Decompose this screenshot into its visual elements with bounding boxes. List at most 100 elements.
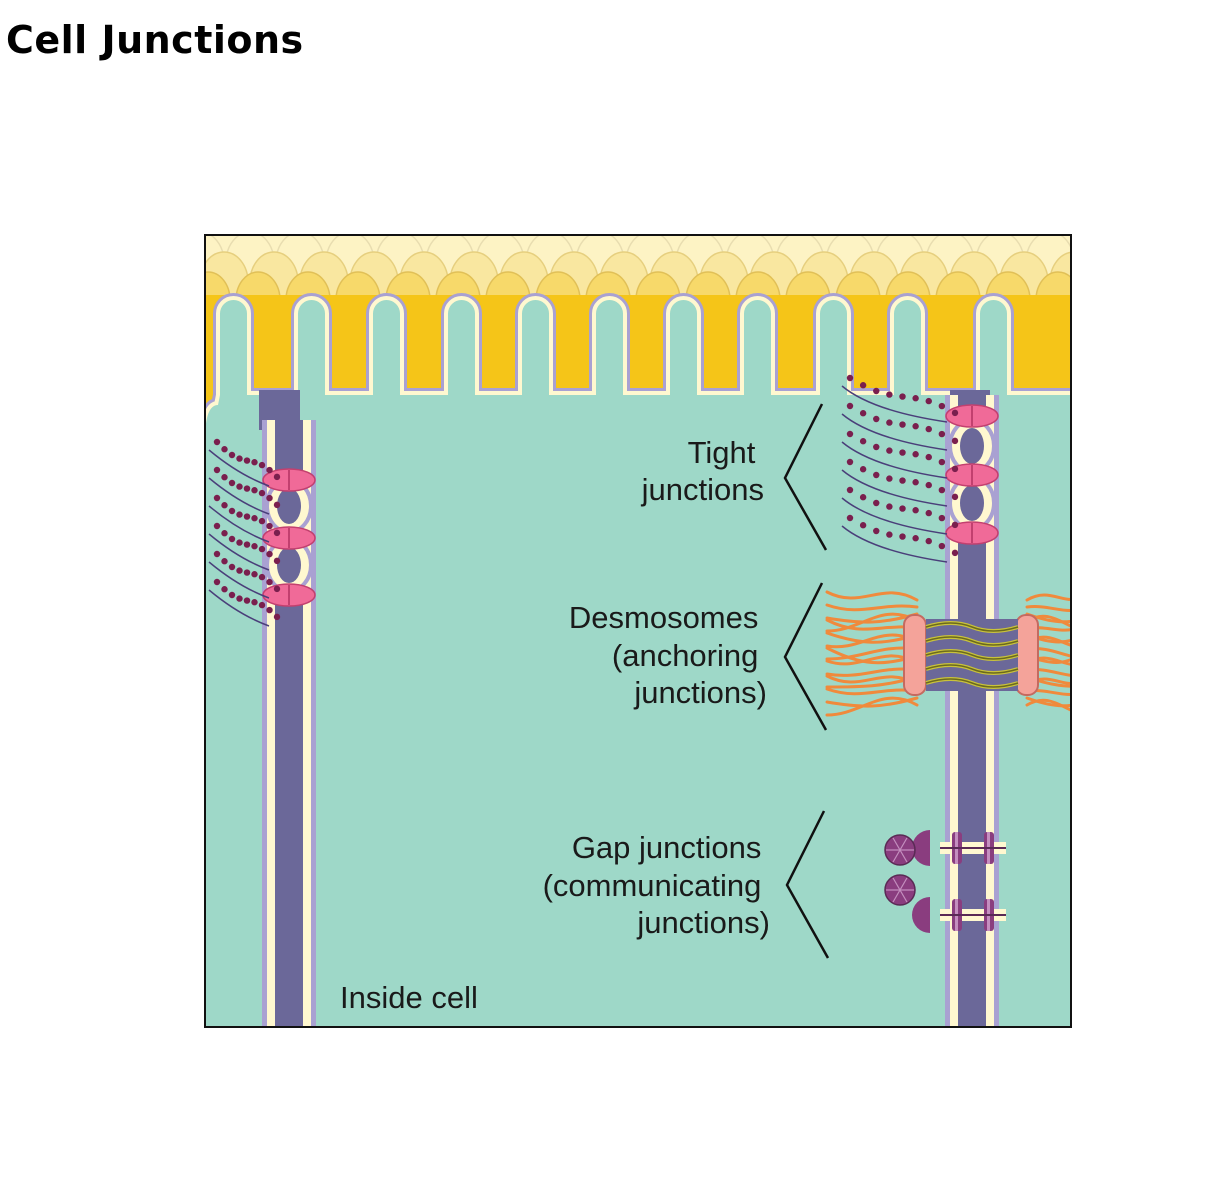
tight-junction-strand xyxy=(208,449,270,487)
tight-junction-bead xyxy=(899,393,906,400)
tight-junction-bead xyxy=(243,597,251,604)
tight-junction-strand xyxy=(841,385,948,423)
tight-junction-bead xyxy=(221,558,228,565)
tight-junction-bead xyxy=(899,421,906,428)
page-title: Cell Junctions xyxy=(6,18,304,62)
tight-junctions-left-icon xyxy=(208,438,316,627)
tight-junction-bead xyxy=(951,437,959,445)
tight-junction-bead xyxy=(243,457,251,464)
gap-junction-icon xyxy=(884,830,1006,933)
tight-junction-bead xyxy=(258,573,266,581)
tight-junction-strand xyxy=(841,413,948,451)
tight-junction-bead xyxy=(213,494,221,502)
tight-junction-bead xyxy=(886,475,893,482)
tight-junction-strand xyxy=(208,561,270,599)
gap-junctions-label-line2: (communicating xyxy=(543,868,762,903)
tight-junction-bead xyxy=(912,507,919,514)
connexon-subunit-line xyxy=(892,849,901,863)
connexon-subunit-line xyxy=(892,877,901,891)
tight-junction-bead xyxy=(859,410,867,417)
tight-junction-bead xyxy=(266,606,273,614)
right-lateral-membrane xyxy=(945,395,999,1027)
tight-junction-bead xyxy=(221,586,228,593)
tight-junction-bead xyxy=(886,391,893,398)
tight-junction-bead xyxy=(899,477,906,484)
tight-junction-bead xyxy=(886,447,893,454)
tight-junction-bead xyxy=(258,601,266,609)
intermediate-filament xyxy=(825,590,919,602)
tight-junction-bead xyxy=(899,533,906,540)
inside-cell-label: Inside cell xyxy=(340,980,478,1015)
membrane-bulge-core xyxy=(960,485,984,521)
tight-junction-bead xyxy=(925,481,932,489)
cytoplasm-inner xyxy=(205,300,1071,1027)
tight-junction-bead xyxy=(266,550,273,558)
tight-junction-bead xyxy=(859,522,867,529)
tight-junction-bead xyxy=(925,397,932,405)
tight-junction-bead xyxy=(925,453,932,461)
tight-junctions-label-line2: junctions xyxy=(641,472,764,507)
tight-junction-bead xyxy=(251,487,258,494)
tight-junction-bead xyxy=(251,459,258,466)
tight-junction-bead xyxy=(951,409,959,417)
tight-junction-bead xyxy=(951,521,959,529)
tight-junction-bead xyxy=(236,483,243,490)
tight-junction-bead xyxy=(273,529,281,537)
tight-junction-bead xyxy=(258,461,266,469)
tight-junction-bead xyxy=(236,539,243,546)
tight-junction-bead xyxy=(938,542,946,550)
tight-junction-bead xyxy=(266,522,273,530)
left-lateral-membrane xyxy=(262,420,316,1027)
tight-junction-bead xyxy=(859,466,867,473)
tight-junction-bead xyxy=(873,499,880,507)
cadherin-outline xyxy=(925,622,1019,632)
tight-junction-bead xyxy=(243,569,251,576)
tight-junction-bead xyxy=(273,585,281,593)
tight-junction-bead xyxy=(236,455,243,462)
connexon-subunit-line xyxy=(892,889,901,903)
tight-junction-bead xyxy=(899,449,906,456)
tight-junction-strand xyxy=(841,525,948,563)
cadherin-outline xyxy=(925,678,1019,688)
tight-junction-bead xyxy=(873,443,880,451)
tight-junction-bead xyxy=(236,511,243,518)
connexon-subunit-line xyxy=(899,877,908,891)
tight-junction-strand xyxy=(841,469,948,507)
connexon-left xyxy=(912,897,930,933)
tight-junction-bead xyxy=(213,466,221,474)
diagram-frame xyxy=(204,234,1072,1028)
tight-junction-bead xyxy=(886,419,893,426)
tight-junction-bead xyxy=(273,501,281,509)
tight-junction-bead xyxy=(846,402,854,410)
connexon-subunit-line xyxy=(899,889,908,903)
gap-junctions-label-line3: junctions) xyxy=(636,905,770,940)
gap-junctions-bracket xyxy=(785,810,830,959)
tight-junction-bead xyxy=(846,486,854,494)
tight-junction-bead xyxy=(886,531,893,538)
intermediate-filament xyxy=(1025,593,1071,602)
tight-junction-bead xyxy=(228,479,236,487)
tight-junction-bead xyxy=(859,494,867,501)
gap-junctions-label-line1: Gap junctions xyxy=(572,830,762,865)
tight-junction-bead xyxy=(221,530,228,537)
tight-junction-bead xyxy=(243,513,251,520)
tight-junction-bead xyxy=(228,563,236,571)
tight-junction-bead xyxy=(243,485,251,492)
tight-junction-bead xyxy=(886,503,893,510)
desmosome-plaque-right xyxy=(1015,614,1039,696)
desmosomes-label-line1: Desmosomes xyxy=(569,600,759,635)
tight-junction-bead xyxy=(266,466,273,474)
tight-junction-strand xyxy=(208,477,270,515)
tight-junction-bead xyxy=(912,535,919,542)
tight-junction-bead xyxy=(873,415,880,423)
tight-junction-bead xyxy=(228,535,236,543)
intermediate-filament xyxy=(825,603,919,612)
tight-junctions-label: Tight junctions xyxy=(641,435,764,507)
tight-junction-bead xyxy=(221,446,228,453)
desmosomes-label: Desmosomes (anchoring junctions) xyxy=(569,600,767,710)
tight-junction-bead xyxy=(912,395,919,402)
tight-junction-bead xyxy=(859,382,867,389)
connexon-subunit-line xyxy=(899,849,908,863)
tight-junction-bead xyxy=(925,425,932,433)
tight-junctions-bracket xyxy=(783,403,828,551)
